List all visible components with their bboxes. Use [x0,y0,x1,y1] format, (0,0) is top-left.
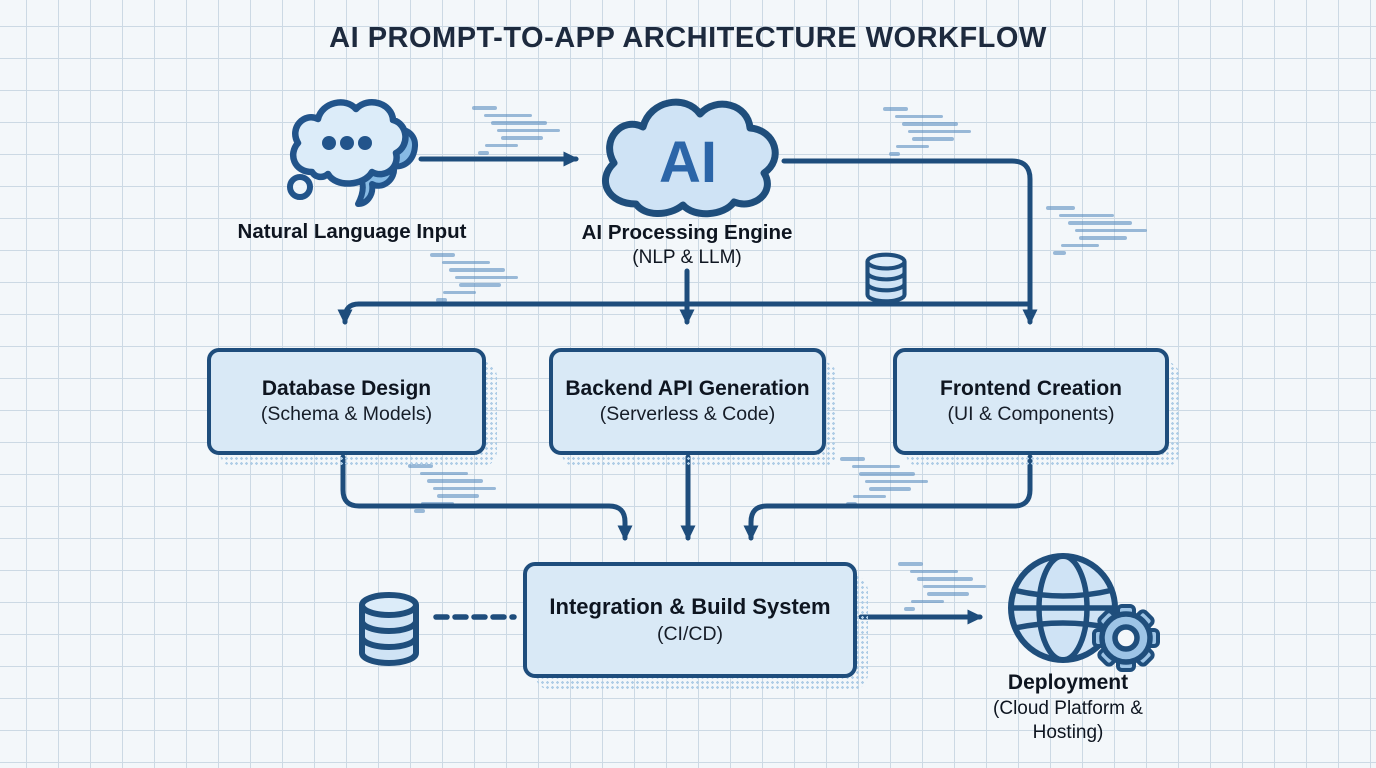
arrow-to-database-design [337,301,362,325]
gear-icon [1092,604,1160,672]
globe-gear-icon [1003,550,1175,672]
input-label: Natural Language Input [237,219,467,245]
deployment-subtitle: (Cloud Platform & Hosting) [993,697,1143,744]
code-snippet-decoration [472,106,568,160]
deployment-label: Deployment (Cloud Platform & Hosting) [958,670,1178,746]
frontend-creation-subtitle: (UI & Components) [947,403,1115,426]
frontend-creation-title: Frontend Creation [940,377,1122,401]
node-database-design: Database Design (Schema & Models) [207,348,497,467]
node-integration-build: Integration & Build System (CI/CD) [523,562,868,690]
arrow-db-to-integration [340,454,633,541]
integration-title: Integration & Build System [549,594,831,620]
deployment-title: Deployment [1007,671,1129,694]
node-backend-api: Backend API Generation (Serverless & Cod… [549,348,837,467]
code-snippet-decoration [430,253,526,307]
input-label-text: Natural Language Input [237,220,467,243]
code-snippet-decoration [898,562,994,616]
backend-api-title: Backend API Generation [565,377,810,401]
arrow-ai-to-frontend [781,158,1038,325]
code-snippet-decoration [1046,206,1156,260]
ai-engine-subtitle: (NLP & LLM) [632,247,742,269]
thought-bubble-icon [284,94,424,220]
ai-cloud-letters: AI [659,130,717,195]
ai-cloud-icon: AI [588,90,788,218]
ai-engine-title: AI Processing Engine [581,221,793,244]
ai-engine-label: AI Processing Engine (NLP & LLM) [537,220,837,271]
page-title: AI PROMPT-TO-APP ARCHITECTURE WORKFLOW [329,22,1047,54]
database-design-subtitle: (Schema & Models) [260,403,433,426]
database-icon-small [862,250,910,306]
backend-api-subtitle: (Serverless & Code) [599,403,776,426]
integration-subtitle: (CI/CD) [656,622,724,645]
code-snippet-decoration [883,107,979,161]
database-design-title: Database Design [261,377,432,401]
node-frontend-creation: Frontend Creation (UI & Components) [893,348,1180,467]
arrow-frontend-to-integration [743,454,1033,541]
database-icon-large [354,588,424,670]
